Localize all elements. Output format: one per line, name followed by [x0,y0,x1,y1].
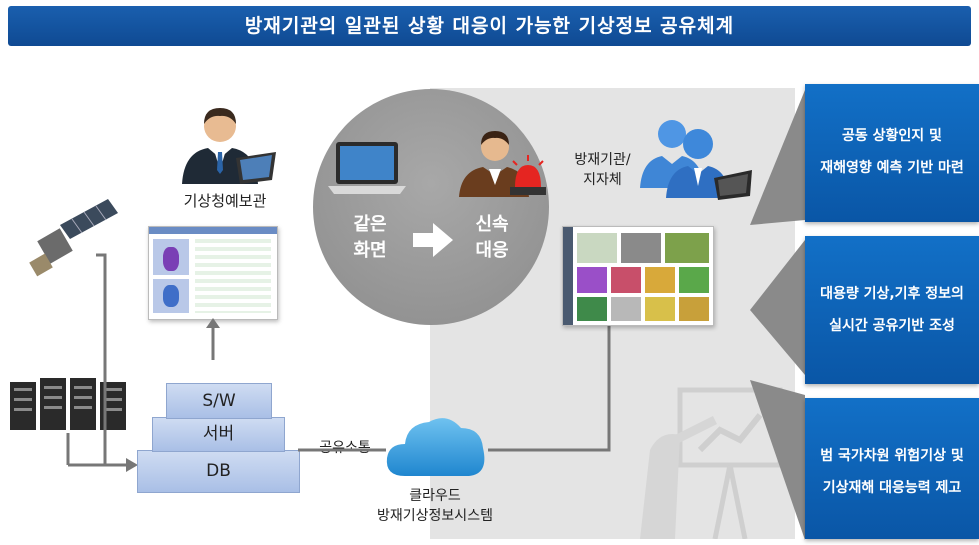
benefit-box-1: 공동 상황인지 및 재해영향 예측 기반 마련 [805,84,979,222]
presenter-silhouette-icon [640,387,783,539]
officer-with-alarm-icon [459,131,546,197]
rapid-label-2: 대응 [475,240,509,261]
same-label-1: 같은 [353,214,387,235]
benefit-box-2: 대용량 기상,기후 정보의 실시간 공유기반 조성 [805,236,979,384]
share-label: 공유소통 [319,440,371,456]
page-title: 방재기관의 일관된 상황 대응이 가능한 기상정보 공유체계 [8,6,971,46]
same-label-2: 화면 [353,240,387,261]
forecaster-screen [148,226,278,320]
benefit-1-line2: 재해영향 예측 기반 마련 [820,160,964,176]
connector-beams [750,90,805,540]
laptop-icon [328,142,406,194]
cloud-label-1: 클라우드 [409,488,461,504]
sw-layer: S/W [166,383,272,419]
benefit-3-line2: 기상재해 대응능력 제고 [822,480,962,496]
server-layer: 서버 [152,417,285,452]
agency-label-1: 방재기관/ [574,152,631,168]
cloud-label-2: 방재기상정보시스템 [377,508,493,524]
agency-label-2: 지자체 [583,172,622,188]
benefit-2-line2: 실시간 공유기반 조성 [829,318,955,334]
forecaster-label: 기상청예보관 [183,192,267,210]
same-screen-circle [313,89,549,325]
satellite-icon [29,199,118,277]
benefit-1-line1: 공동 상황인지 및 [842,128,942,144]
benefit-box-3: 범 국가차원 위험기상 및 기상재해 대응능력 제고 [805,398,979,539]
data-feed-connectors [66,253,138,472]
arrow-right-icon [413,223,453,257]
agency-staff-icon [640,120,752,200]
db-layer: DB [137,450,300,493]
benefit-2-line1: 대용량 기상,기후 정보의 [820,286,964,302]
benefit-3-line1: 범 국가차원 위험기상 및 [820,448,964,464]
arrow-up-icon [206,318,220,360]
forecaster-icon [182,108,276,184]
rapid-label-1: 신속 [475,214,509,235]
cloud-icon [386,418,485,476]
agency-screen [562,226,714,326]
